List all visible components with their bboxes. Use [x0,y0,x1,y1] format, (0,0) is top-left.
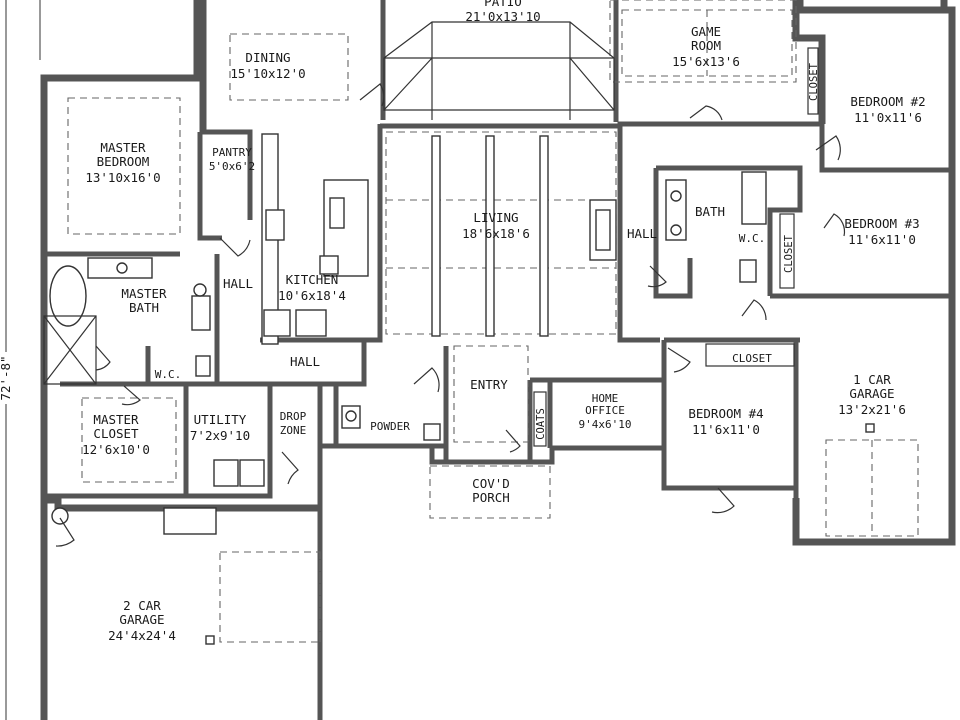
room-kitchen: KITCHEN 10'6x18'4 [278,272,346,303]
room-hall-left: HALL [223,276,253,291]
room-name: MASTER [93,412,139,427]
room-bedroom-2: BEDROOM #2 11'0x11'6 [850,94,925,125]
room-hall-center: HALL [290,354,320,369]
ceiling-details [67,0,919,643]
room-name: UTILITY [194,412,247,427]
room-closet-top: CLOSET [808,62,820,101]
room-master-closet: MASTER CLOSET 12'6x10'0 [82,412,150,457]
room-labels: PATIO 21'0x13'10 DINING 15'10x12'0 GAME … [82,0,926,643]
room-size: 13'2x21'6 [838,402,906,417]
room-home-office: HOME OFFICE 9'4x6'10 [579,392,632,431]
room-dining: DINING 15'10x12'0 [230,50,305,81]
doors [55,83,846,547]
room-bedroom-3: BEDROOM #3 11'6x11'0 [844,216,919,247]
room-name: BEDROOM #2 [850,94,925,109]
room-name: 1 CAR [853,372,891,387]
patio-roof [383,21,615,120]
room-name: BATH [129,300,159,315]
room-name: POWDER [370,420,410,433]
dimension-line: 72'-8" [0,0,41,720]
room-master-bath: MASTER BATH [121,286,167,315]
room-name: COATS [535,408,547,440]
room-master-wc: W.C. [155,368,182,381]
room-size: 5'0x6'2 [209,160,255,173]
room-name: KITCHEN [286,272,339,287]
room-size: 9'4x6'10 [579,418,632,431]
room-name: COV'D [472,476,510,491]
room-name: HOME [592,392,619,405]
room-master-bedroom: MASTER BEDROOM 13'10x16'0 [85,140,160,185]
room-size: 13'10x16'0 [85,170,160,185]
room-name: HALL [223,276,253,291]
room-name: W.C. [155,368,182,381]
room-drop-zone: DROP ZONE [280,410,307,437]
room-name: GARAGE [119,612,164,627]
room-pantry: PANTRY 5'0x6'2 [209,146,255,173]
room-name: MASTER [121,286,167,301]
room-closet-bed4: CLOSET [732,352,772,365]
room-name: GARAGE [849,386,894,401]
room-name: ROOM [691,38,721,53]
room-name: ZONE [280,424,307,437]
room-living: LIVING 18'6x18'6 [462,210,530,241]
room-size: 11'6x11'0 [692,422,760,437]
room-name: ENTRY [470,377,508,392]
room-name: PORCH [472,490,510,505]
room-name: DROP [280,410,307,423]
room-name: PATIO [484,0,522,9]
room-name: BEDROOM #4 [688,406,763,421]
room-hall-right: HALL [627,226,657,241]
room-name: 2 CAR [123,598,161,613]
bath-fixtures [49,171,767,441]
room-coats: COATS [535,408,547,440]
room-name: CLOSET [732,352,772,365]
room-name: LIVING [473,210,518,225]
room-name: BEDROOM [97,154,150,169]
room-name: OFFICE [585,404,625,417]
room-size: 24'4x24'4 [108,628,176,643]
room-garage-2: 2 CAR GARAGE 24'4x24'4 [108,598,176,643]
room-size: 21'0x13'10 [465,9,540,24]
room-name: BEDROOM #3 [844,216,919,231]
room-game-room: GAME ROOM 15'6x13'6 [672,24,740,69]
room-utility: UTILITY 7'2x9'10 [190,412,250,443]
room-patio: PATIO 21'0x13'10 [465,0,540,24]
room-name: CLOSET [783,234,795,273]
room-size: 15'6x13'6 [672,54,740,69]
closet-shelves [533,47,819,447]
room-name: PANTRY [212,146,252,159]
room-powder: POWDER [370,420,410,433]
room-size: 15'10x12'0 [230,66,305,81]
room-bath-wc: W.C. [739,232,766,245]
room-size: 12'6x10'0 [82,442,150,457]
utility-fixtures [43,315,875,645]
room-entry: ENTRY [470,377,508,392]
room-name: CLOSET [93,426,139,441]
room-size: 11'6x11'0 [848,232,916,247]
room-name: DINING [245,50,290,65]
room-name: HALL [290,354,320,369]
walls [40,0,956,720]
living-columns [431,135,617,337]
room-bedroom-4: BEDROOM #4 11'6x11'0 [688,406,763,437]
room-size: 10'6x18'4 [278,288,346,303]
room-name: W.C. [739,232,766,245]
kitchen-fixtures [261,133,369,345]
room-size: 7'2x9'10 [190,428,250,443]
room-name: HALL [627,226,657,241]
room-size: 11'0x11'6 [854,110,922,125]
room-name: GAME [691,24,721,39]
room-name: MASTER [100,140,146,155]
room-name: CLOSET [808,62,820,101]
room-bath: BATH [695,204,725,219]
room-garage-1: 1 CAR GARAGE 13'2x21'6 [838,372,906,417]
room-covd-porch: COV'D PORCH [472,476,510,505]
overall-dimension-label: 72'-8" [0,355,13,400]
room-closet-mid: CLOSET [783,234,795,273]
room-size: 18'6x18'6 [462,226,530,241]
room-name: BATH [695,204,725,219]
